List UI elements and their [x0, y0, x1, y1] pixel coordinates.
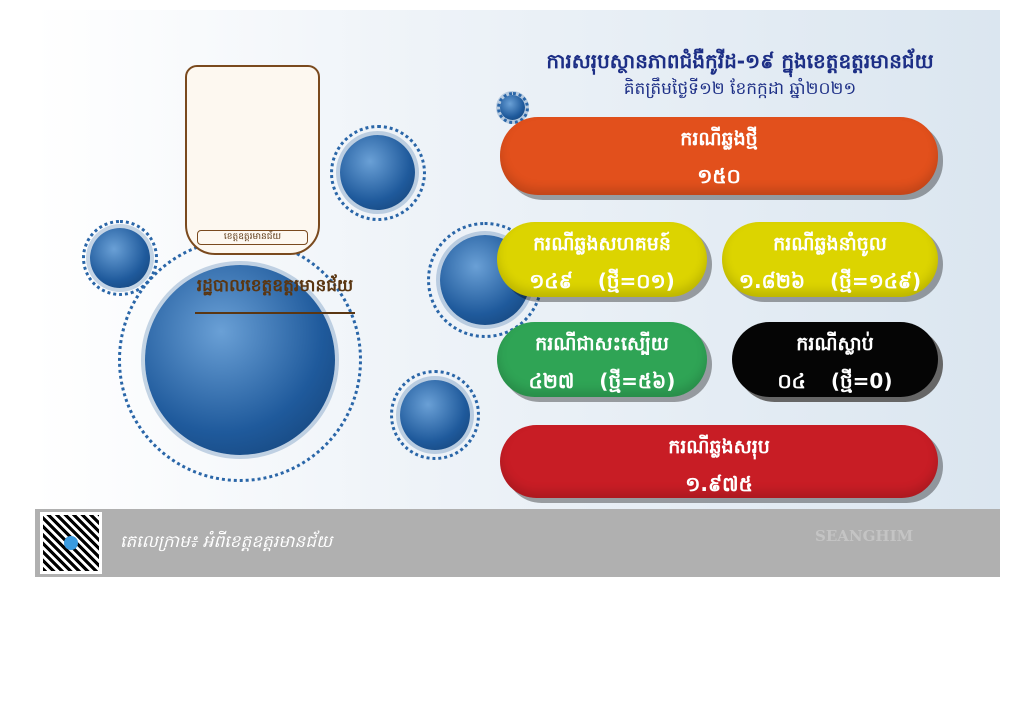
seal-badge-text: ខេត្តឧត្តរមានជ័យ	[197, 230, 308, 245]
card-label: ករណីឆ្លងសរុប	[668, 436, 770, 458]
department-name: រដ្ឋបាលខេត្តឧត្តរមានជ័យ	[196, 276, 354, 296]
watermark: SEANGHIM	[815, 527, 914, 545]
card-new: (ថ្មី=០១)	[597, 269, 675, 293]
card-label: ករណីជាសះស្បើយ	[535, 333, 669, 355]
virus-illustration	[390, 370, 480, 460]
card-value: ១.៩៧៥	[685, 472, 753, 496]
total-cases-card: ករណីឆ្លងសរុប ១.៩៧៥	[500, 425, 938, 498]
imported-cases-card: ករណីឆ្លងនាំចូល ១.៨២៦ (ថ្មី=១៤៩)	[722, 222, 938, 297]
telegram-qr-code[interactable]	[40, 512, 102, 574]
card-label: ករណីឆ្លងសហគមន៍	[533, 233, 671, 255]
death-cases-card: ករណីស្លាប់ ០៤ (ថ្មី=0)	[732, 322, 938, 397]
community-cases-card: ករណីឆ្លងសហគមន៍ ១៤៩ (ថ្មី=០១)	[497, 222, 707, 297]
virus-illustration	[81, 219, 159, 297]
page-title: ការសរុបស្ថានភាពជំងឺកូវីដ-១៩ ក្នុងខេត្តឧត…	[546, 49, 934, 73]
card-value: ១៥០	[697, 164, 741, 188]
footer-bar: តេលេក្រាម៖ អំពីខេត្តឧត្តរមានជ័យ SEANGHIM	[35, 509, 1000, 577]
card-value: ១៤៩	[529, 269, 573, 293]
card-new: (ថ្មី=៥៦)	[599, 369, 676, 393]
recovered-cases-card: ករណីជាសះស្បើយ ៤២៧ (ថ្មី=៥៦)	[497, 322, 707, 397]
card-label: ករណីស្លាប់	[796, 333, 874, 355]
card-value: ០៤	[777, 369, 806, 393]
card-new: (ថ្មី=0)	[830, 369, 893, 393]
card-label: ករណីឆ្លងថ្មី	[680, 128, 758, 150]
footer-telegram-text: តេលេក្រាម៖ អំពីខេត្តឧត្តរមានជ័យ	[120, 532, 333, 552]
card-new: (ថ្មី=១៤៩)	[829, 269, 922, 293]
infographic: ខេត្តឧត្តរមានជ័យ រដ្ឋបាលខេត្តឧត្តរមានជ័យ…	[35, 10, 1000, 577]
virus-illustration	[329, 124, 426, 221]
new-cases-card: ករណីឆ្លងថ្មី ១៥០	[500, 117, 938, 195]
card-label: ករណីឆ្លងនាំចូល	[773, 233, 887, 255]
ornament-divider	[195, 312, 355, 314]
province-seal: ខេត្តឧត្តរមានជ័យ	[185, 65, 320, 255]
page-subtitle: គិតត្រឹមថ្ងៃទី១២ ខែកក្កដា ឆ្នាំ២០២១	[623, 79, 857, 99]
virus-illustration	[496, 91, 529, 124]
card-value: ៤២៧	[528, 369, 575, 393]
card-value: ១.៨២៦	[738, 269, 806, 293]
